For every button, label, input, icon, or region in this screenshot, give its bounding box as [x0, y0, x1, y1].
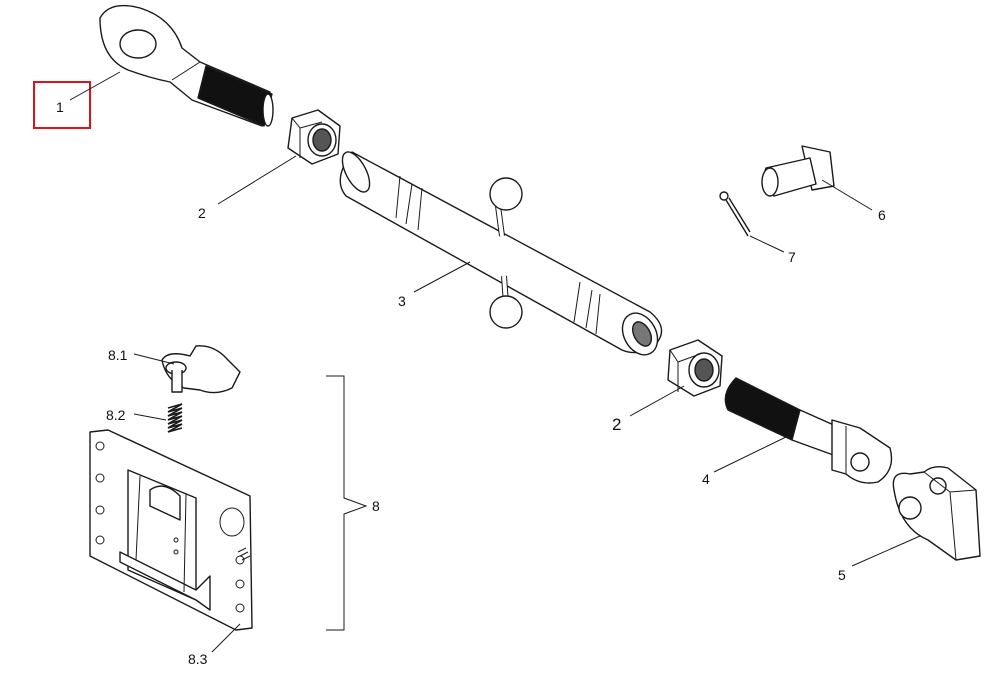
callout-8-2[interactable]: 8.2	[106, 407, 126, 423]
callout-1[interactable]: 1	[56, 99, 64, 115]
callout-2-lower[interactable]: 2	[612, 415, 621, 434]
callout-4[interactable]: 4	[702, 471, 710, 487]
part-2-hex-nut-upper[interactable]	[287, 109, 341, 165]
callout-8-1[interactable]: 8.1	[108, 347, 128, 363]
part-1-eye-rod[interactable]	[99, 4, 274, 127]
callout-3[interactable]: 3	[398, 293, 406, 309]
part-8-3-mounting-plate[interactable]	[89, 429, 253, 631]
callout-7[interactable]: 7	[788, 249, 796, 265]
part-1-thread	[197, 65, 273, 127]
part-6-pin[interactable]	[761, 145, 835, 197]
highlight-box-callout-1	[33, 81, 91, 129]
part-3-adjusting-tube[interactable]	[337, 148, 665, 361]
callout-6[interactable]: 6	[878, 207, 886, 223]
callout-5[interactable]: 5	[838, 567, 846, 583]
assembly-8-bracket	[326, 375, 368, 631]
callout-8[interactable]: 8	[372, 498, 380, 514]
part-5-clevis-fork[interactable]	[892, 465, 981, 561]
part-8-2-spring[interactable]	[167, 403, 183, 433]
callout-2-upper[interactable]: 2	[198, 205, 206, 221]
part-2-hex-nut-lower[interactable]	[667, 339, 723, 397]
part-4-threaded-clevis-rod[interactable]	[724, 377, 893, 484]
part-8-1-latch[interactable]	[161, 345, 241, 394]
part-7-cotter-pin[interactable]	[719, 191, 751, 237]
callout-8-3[interactable]: 8.3	[188, 651, 208, 667]
